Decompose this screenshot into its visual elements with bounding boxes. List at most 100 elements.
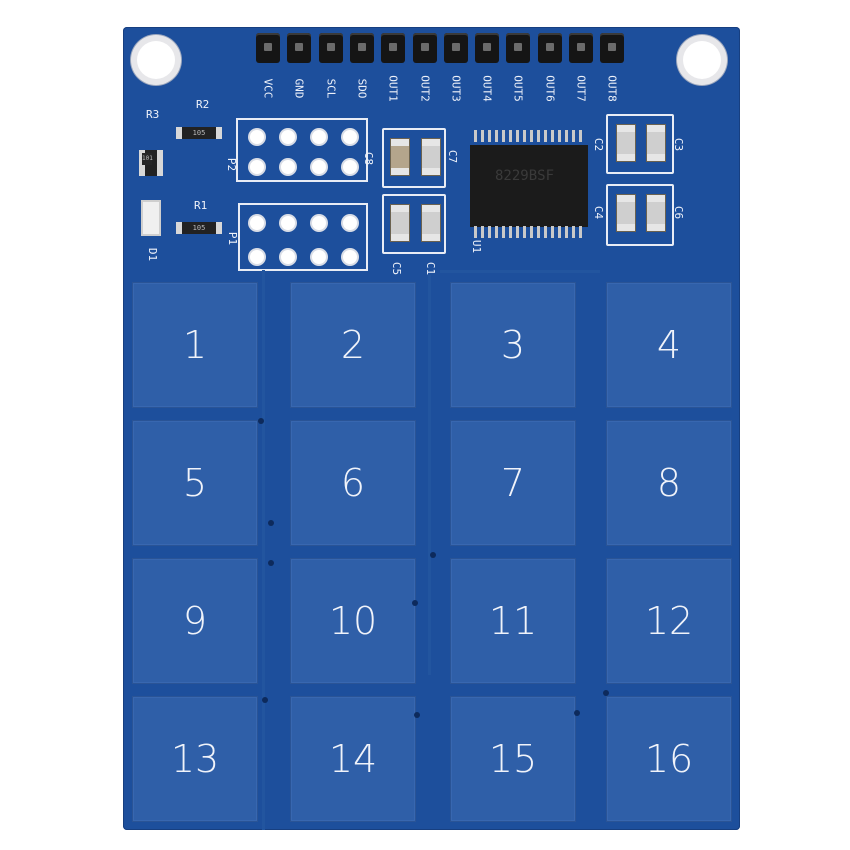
pin-label: OUT3 <box>449 75 463 102</box>
touch-key-label: 15 <box>488 737 538 781</box>
touch-key-6[interactable]: 6 <box>290 420 416 546</box>
touch-key-16[interactable]: 16 <box>606 696 732 822</box>
touch-key-14[interactable]: 14 <box>290 696 416 822</box>
resistor-small: 101 <box>142 153 153 165</box>
pin-label: SDO <box>355 78 369 99</box>
via <box>258 418 264 424</box>
touch-key-label: 5 <box>182 461 208 505</box>
trace <box>440 270 600 273</box>
via <box>414 712 420 718</box>
header-pin <box>256 33 280 63</box>
via <box>430 552 436 558</box>
touch-key-12[interactable]: 12 <box>606 558 732 684</box>
label-c5: C5 <box>390 261 404 276</box>
touch-key-label: 7 <box>500 461 526 505</box>
pin-label: SCL <box>324 78 338 99</box>
label-c3: C3 <box>672 137 686 152</box>
touch-key-label: 4 <box>656 323 682 367</box>
trace <box>428 275 431 675</box>
jumper-pad <box>343 216 357 230</box>
header-pin <box>600 33 625 63</box>
label-c1: C1 <box>424 261 438 276</box>
touch-key-1[interactable]: 1 <box>132 282 258 408</box>
label-r2: R2 <box>196 98 210 111</box>
touch-key-label: 14 <box>328 737 378 781</box>
label-u1: U1 <box>470 239 484 254</box>
capacitor-c2 <box>616 124 636 162</box>
touch-key-label: 16 <box>644 737 694 781</box>
label-p2: P2 <box>225 157 239 172</box>
capacitor-c8 <box>390 138 410 176</box>
header-pin <box>412 33 437 63</box>
header-pin <box>569 33 593 63</box>
cap-frame-c5 <box>382 194 446 254</box>
touch-key-label: 3 <box>500 323 526 367</box>
cap-frame-c8 <box>382 128 446 188</box>
header-pin <box>506 33 531 63</box>
touch-key-label: 13 <box>170 737 220 781</box>
jumper-pad <box>312 250 326 264</box>
touch-key-label: 11 <box>488 599 538 643</box>
touch-key-9[interactable]: 9 <box>132 558 258 684</box>
pin-label: GND <box>292 78 306 99</box>
label-c8: C8 <box>362 151 376 166</box>
jumper-pad <box>281 216 295 230</box>
trace <box>262 270 265 830</box>
chip-u1 <box>470 145 588 227</box>
header-pin <box>475 33 500 63</box>
jumper-pad <box>343 130 357 144</box>
touch-key-13[interactable]: 13 <box>132 696 258 822</box>
pin-label: OUT7 <box>574 75 588 102</box>
touch-key-label: 2 <box>340 323 366 367</box>
pin-label: OUT4 <box>480 75 494 102</box>
jumper-pad <box>312 216 326 230</box>
label-c2: C2 <box>592 137 606 152</box>
touch-key-label: 6 <box>340 461 366 505</box>
label-c6: C6 <box>672 205 686 220</box>
capacitor-c3 <box>646 124 666 162</box>
jumper-p1 <box>238 203 368 271</box>
label-r1: R1 <box>194 199 208 212</box>
touch-key-11[interactable]: 11 <box>450 558 576 684</box>
jumper-pad <box>281 130 295 144</box>
via <box>574 710 580 716</box>
via <box>412 600 418 606</box>
cap-frame-c4 <box>606 184 674 246</box>
label-d1: D1 <box>146 247 160 262</box>
touch-key-2[interactable]: 2 <box>290 282 416 408</box>
chip-marking: 8229BSF <box>495 168 555 184</box>
touch-key-10[interactable]: 10 <box>290 558 416 684</box>
mounting-hole-right <box>683 41 721 79</box>
touch-key-15[interactable]: 15 <box>450 696 576 822</box>
resistor-r2: 105 <box>176 127 222 139</box>
led-d1 <box>141 200 161 236</box>
touch-key-label: 1 <box>182 323 208 367</box>
touch-key-8[interactable]: 8 <box>606 420 732 546</box>
jumper-pad <box>281 160 295 174</box>
touch-key-5[interactable]: 5 <box>132 420 258 546</box>
mounting-hole-left <box>137 41 175 79</box>
via <box>268 520 274 526</box>
header-pin <box>537 33 562 63</box>
jumper-pad <box>250 130 264 144</box>
header-pin <box>349 33 374 63</box>
via <box>603 690 609 696</box>
via <box>268 560 274 566</box>
touch-key-4[interactable]: 4 <box>606 282 732 408</box>
capacitor-c7 <box>421 138 441 176</box>
touch-key-7[interactable]: 7 <box>450 420 576 546</box>
pin-label: OUT6 <box>543 75 557 102</box>
touch-key-label: 12 <box>644 599 694 643</box>
capacitor-c4 <box>616 194 636 232</box>
jumper-pad <box>343 160 357 174</box>
header-pin <box>287 33 312 63</box>
jumper-pad <box>250 250 264 264</box>
resistor-code: 101 <box>142 155 153 162</box>
jumper-pad <box>250 216 264 230</box>
jumper-pad <box>250 160 264 174</box>
jumper-pad <box>312 160 326 174</box>
resistor-code: 105 <box>192 129 206 137</box>
capacitor-c6 <box>646 194 666 232</box>
chip-legs-bottom <box>474 226 584 238</box>
touch-key-3[interactable]: 3 <box>450 282 576 408</box>
